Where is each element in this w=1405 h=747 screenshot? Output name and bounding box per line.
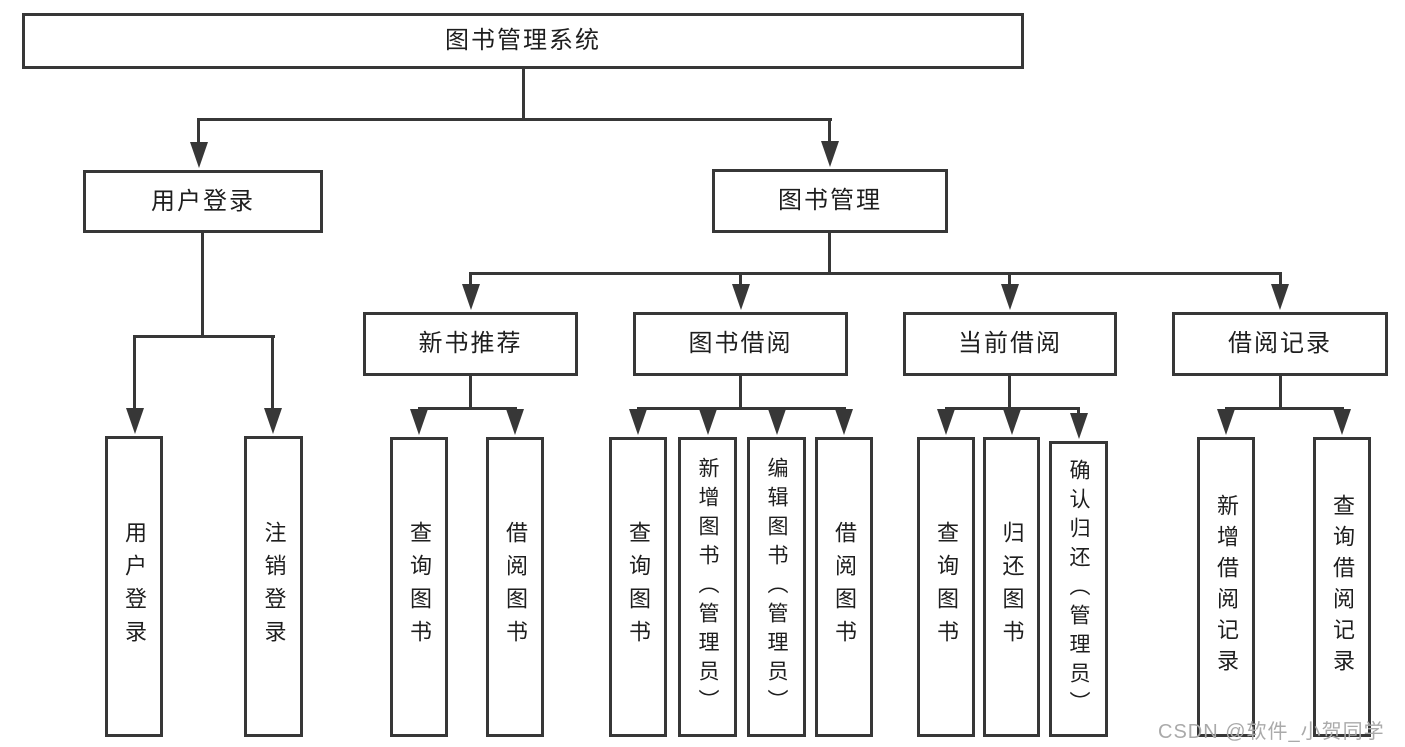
node-user-login-label: 用户登录 — [151, 187, 255, 215]
leaf-bookborrow-edit-admin: 编辑图书（管理员） — [747, 437, 806, 737]
connector-hline — [133, 335, 275, 338]
connector-vline — [1008, 376, 1011, 410]
connector-drop-shaft — [739, 272, 742, 286]
leaf-bookborrow-borrow: 借阅图书 — [815, 437, 873, 737]
connector-vline — [739, 376, 742, 410]
arrow-down-icon — [937, 409, 955, 435]
arrow-down-icon — [189, 142, 208, 168]
connector-vline — [521, 69, 525, 120]
leaf-current-query-label: 查询图书 — [934, 521, 959, 653]
leaf-bookborrow-query: 查询图书 — [609, 437, 667, 737]
leaf-bookborrow-add-admin-label: 新增图书（管理员） — [696, 456, 719, 718]
node-borrow-records: 借阅记录 — [1172, 312, 1388, 376]
connector-drop-shaft — [828, 118, 831, 143]
node-book-management-label: 图书管理 — [778, 187, 882, 214]
arrow-down-icon — [1333, 409, 1351, 435]
connector-hline — [1224, 407, 1344, 410]
node-user-login: 用户登录 — [83, 170, 323, 233]
arrow-down-icon — [1000, 284, 1019, 310]
leaf-newbook-borrow: 借阅图书 — [486, 437, 544, 737]
arrow-down-icon — [1271, 284, 1289, 310]
node-book-borrow: 图书借阅 — [633, 312, 848, 376]
node-current-borrow: 当前借阅 — [903, 312, 1117, 376]
arrow-down-icon — [410, 409, 428, 435]
connector-vline — [201, 233, 204, 338]
connector-drop-shaft — [1278, 272, 1282, 286]
leaf-newbook-query-label: 查询图书 — [407, 521, 432, 653]
csdn-watermark: CSDN @软件_小贺同学 — [1158, 721, 1385, 743]
arrow-down-icon — [1069, 413, 1088, 439]
leaf-record-add-label: 新增借阅记录 — [1214, 494, 1239, 680]
connector-drop-shaft — [197, 118, 200, 144]
connector-hline — [197, 118, 832, 121]
connector-hline — [469, 272, 1282, 275]
leaf-user-login-label: 用户登录 — [122, 520, 147, 653]
arrow-down-icon — [1217, 409, 1235, 435]
node-new-book-recommend-label: 新书推荐 — [418, 330, 523, 357]
leaf-current-confirm-admin-label: 确认归还（管理员） — [1067, 458, 1090, 720]
connector-drop-shaft — [1008, 272, 1011, 286]
leaf-newbook-borrow-label: 借阅图书 — [503, 521, 528, 653]
arrow-down-icon — [820, 141, 839, 167]
connector-vline — [828, 233, 831, 275]
arrow-down-icon — [506, 409, 524, 435]
node-root: 图书管理系统 — [22, 13, 1024, 69]
arrow-down-icon — [835, 409, 853, 435]
arrow-down-icon — [767, 409, 786, 435]
arrow-down-icon — [125, 408, 144, 434]
leaf-current-return: 归还图书 — [983, 437, 1040, 737]
arrow-down-icon — [629, 409, 647, 435]
connector-drop-shaft — [469, 272, 472, 286]
node-new-book-recommend: 新书推荐 — [363, 312, 578, 376]
arrow-down-icon — [1002, 409, 1021, 435]
leaf-bookborrow-edit-admin-label: 编辑图书（管理员） — [765, 456, 788, 718]
node-root-label: 图书管理系统 — [445, 27, 601, 54]
node-book-management: 图书管理 — [712, 169, 948, 233]
connector-vline — [469, 376, 472, 410]
arrow-down-icon — [731, 284, 750, 310]
node-book-borrow-label: 图书借阅 — [688, 330, 793, 357]
leaf-current-return-label: 归还图书 — [999, 521, 1025, 653]
leaf-current-confirm-admin: 确认归还（管理员） — [1049, 441, 1108, 737]
connector-hline — [636, 407, 846, 410]
leaf-record-query-label: 查询借阅记录 — [1330, 494, 1355, 680]
leaf-bookborrow-add-admin: 新增图书（管理员） — [678, 437, 737, 737]
arrow-down-icon — [698, 409, 717, 435]
leaf-logout: 注销登录 — [244, 436, 303, 737]
leaf-bookborrow-query-label: 查询图书 — [626, 521, 651, 653]
connector-drop-shaft — [1077, 407, 1080, 415]
connector-drop-shaft — [271, 335, 274, 410]
leaf-current-query: 查询图书 — [917, 437, 975, 737]
connector-drop-shaft — [133, 335, 136, 410]
leaf-newbook-query: 查询图书 — [390, 437, 448, 737]
leaf-record-query: 查询借阅记录 — [1313, 437, 1371, 737]
arrow-down-icon — [461, 284, 480, 310]
connector-hline — [417, 407, 517, 410]
connector-vline — [1278, 376, 1282, 410]
leaf-bookborrow-borrow-label: 借阅图书 — [832, 521, 857, 653]
leaf-record-add: 新增借阅记录 — [1197, 437, 1255, 737]
node-borrow-records-label: 借阅记录 — [1228, 330, 1332, 357]
leaf-user-login: 用户登录 — [105, 436, 163, 737]
leaf-logout-label: 注销登录 — [261, 520, 287, 653]
arrow-down-icon — [263, 408, 282, 434]
node-current-borrow-label: 当前借阅 — [958, 330, 1062, 357]
